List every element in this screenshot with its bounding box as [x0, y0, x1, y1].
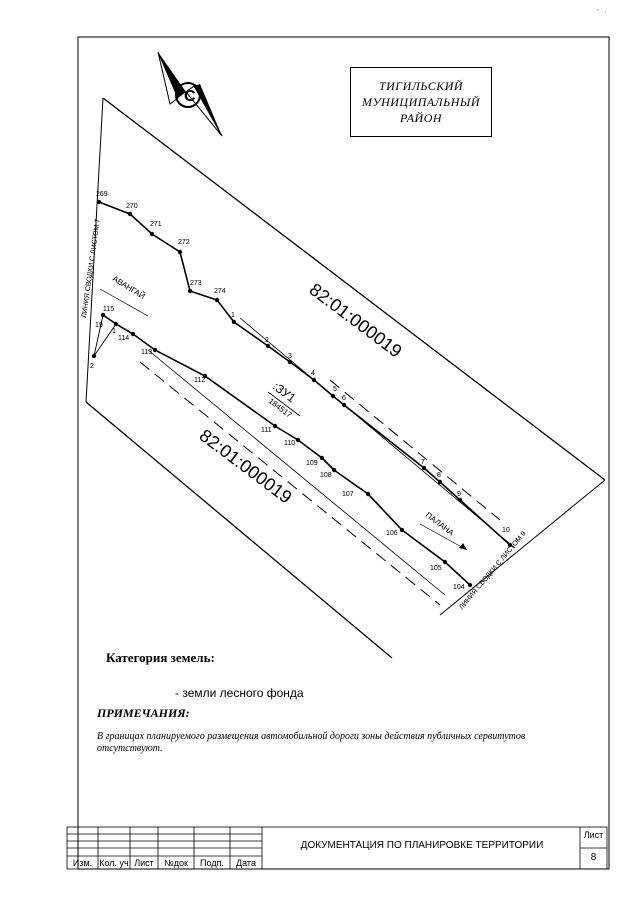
left-match-line: [85, 97, 104, 403]
notes-text: В границах планируемого размещения автом…: [97, 731, 526, 754]
road-arrow-avangay: [99, 288, 149, 317]
title-block-grid: [66, 826, 608, 870]
boundary-points: [91, 199, 513, 588]
label-109: 109: [306, 460, 318, 467]
label-273: 273: [190, 280, 202, 287]
document-title: ДОКУМЕНТАЦИЯ ПО ПЛАНИРОВКЕ ТЕРРИТОРИИ: [300, 840, 544, 851]
label-115: 115: [103, 306, 114, 313]
north-arrow-icon: С: [157, 51, 223, 137]
road-arrow-head-icon: [459, 543, 467, 550]
road-name-palana: ПАЛАНА: [424, 510, 456, 537]
label-2: 2: [265, 337, 269, 344]
tb-header-count: Кол. уч: [99, 858, 129, 868]
corner-mark: ~ : ,: [596, 8, 607, 14]
label-1b: 1: [112, 328, 116, 335]
match-line-label-right: ЛИНИЯ СВОДКИ С ЛИСТОМ 9: [458, 530, 528, 611]
label-110: 110: [284, 440, 295, 447]
tb-header-sheet: Лист: [134, 858, 154, 868]
parcel-id-underline: [267, 391, 301, 417]
label-1: 1: [231, 312, 235, 319]
label-5: 5: [333, 386, 337, 393]
tb-header-doc: №док: [164, 858, 188, 868]
label-8: 8: [437, 472, 441, 479]
label-3: 3: [288, 353, 292, 360]
parcel-lower-polyline: [102, 314, 471, 586]
svg-text:С: С: [184, 88, 196, 105]
block-number-bottom: 82:01:000019: [196, 425, 296, 507]
block-number-top: 82:01:000019: [306, 279, 406, 361]
label-272: 272: [178, 239, 190, 246]
label-112: 112: [194, 377, 205, 384]
label-270: 270: [126, 203, 138, 210]
label-106: 106: [386, 530, 398, 537]
label-111: 111: [261, 427, 272, 434]
label-107: 107: [342, 491, 354, 498]
label-105: 105: [430, 565, 442, 572]
point-labels: 269 270 271 272 273 274 1 2 3 4 5 6 7 8 …: [90, 191, 510, 591]
strip-line-lower: [147, 349, 446, 596]
right-match-line: [439, 479, 606, 616]
label-7: 7: [421, 459, 425, 466]
sheet-number: 8: [590, 852, 597, 863]
region-label: ТИГИЛЬСКИЙ МУНИЦИПАЛЬНЫЙ РАЙОН: [362, 79, 480, 125]
category-value: - земли лесного фонда: [175, 686, 304, 700]
notes-title: ПРИМЕЧАНИЯ:: [97, 706, 190, 720]
road-name-avangay: АВАНГАЙ: [111, 274, 147, 301]
label-269: 269: [96, 191, 108, 198]
road-axis-upper: [329, 379, 501, 521]
label-271: 271: [150, 221, 162, 228]
label-114: 114: [118, 335, 129, 342]
tb-header-sign: Подп.: [200, 858, 224, 868]
label-10: 10: [502, 527, 510, 534]
label-2b: 2: [90, 363, 94, 370]
south-boundary-line: [85, 401, 393, 659]
label-19: 19: [95, 322, 103, 329]
label-113: 113: [141, 349, 152, 356]
label-6: 6: [342, 395, 346, 402]
label-108: 108: [320, 472, 332, 479]
parcel-upper-polyline: [98, 201, 511, 546]
tb-header-date: Дата: [236, 858, 256, 868]
label-4: 4: [311, 370, 315, 377]
label-274: 274: [214, 288, 226, 295]
region-label-box: ТИГИЛЬСКИЙ МУНИЦИПАЛЬНЫЙ РАЙОН: [350, 67, 492, 137]
label-104: 104: [453, 584, 465, 591]
category-label: Категория земель:: [106, 650, 215, 665]
road-arrow-palana: [419, 523, 468, 551]
north-boundary-line: [102, 97, 606, 481]
sheet-label: Лист: [583, 830, 604, 840]
tb-header-change: Изм.: [72, 858, 93, 868]
strip-line-upper: [239, 317, 516, 549]
label-9: 9: [457, 491, 461, 498]
road-axis-lower: [139, 361, 441, 606]
